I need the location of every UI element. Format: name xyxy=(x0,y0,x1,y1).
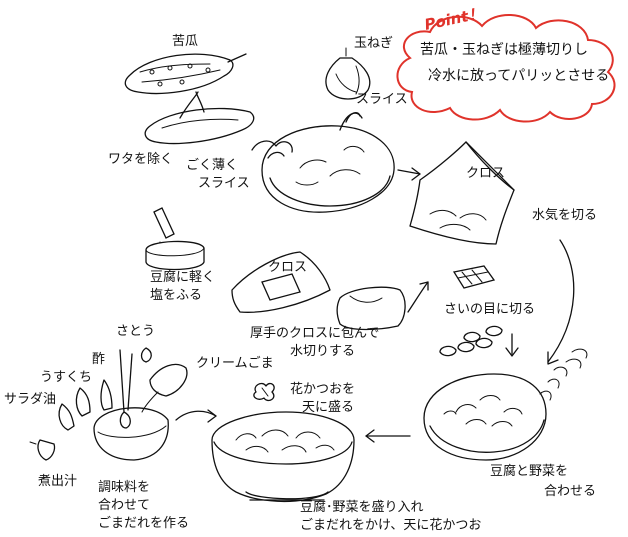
mixing-bowl-illustration xyxy=(93,349,169,461)
label-katsuo-2: 天に盛る xyxy=(302,400,355,415)
label-usuku-1: ごく薄く xyxy=(186,158,239,173)
label-vinegar: 酢 xyxy=(92,352,106,367)
label-wata: ワタを除く xyxy=(108,152,174,167)
serving-bowl-illustration xyxy=(211,411,355,503)
label-dice: さいの目に切る xyxy=(444,302,536,317)
label-cloth: クロス xyxy=(466,166,506,181)
goya-halved-illustration xyxy=(144,91,255,145)
label-goya: 苦瓜 xyxy=(172,34,199,49)
label-cream-sesame: クリームごま xyxy=(196,356,274,371)
seasonings-illustration xyxy=(29,347,188,461)
label-tofu-salt-2: 塩をふる xyxy=(150,288,203,303)
point-cloud-bubble xyxy=(396,13,616,123)
tofu-block-illustration xyxy=(145,240,205,271)
label-serve-2: ごまだれをかけ、天に花かつお xyxy=(300,518,482,533)
diced-tofu-illustration xyxy=(439,265,503,357)
onion-illustration xyxy=(325,47,371,100)
flow-arrows xyxy=(175,167,575,443)
goya-whole-illustration xyxy=(124,53,247,95)
label-sugar: さとう xyxy=(116,324,156,339)
combine-bowl-illustration xyxy=(423,373,547,461)
label-sauce-2: 合わせて xyxy=(98,498,151,513)
label-slice: スライス xyxy=(356,92,408,107)
point-line-1: 苦瓜・玉ねぎは極薄切りし xyxy=(420,42,588,58)
water-bowl-illustration xyxy=(251,111,395,213)
label-cloth-2: クロス xyxy=(268,260,308,275)
label-mizuke: 水気を切る xyxy=(532,208,598,223)
label-tofu-salt-1: 豆腐に軽く xyxy=(150,270,216,285)
tofu-on-cloth-illustration xyxy=(231,251,331,313)
label-serve-1: 豆腐･野菜を盛り入れ xyxy=(300,500,424,515)
label-usuku-2: スライス xyxy=(198,176,250,191)
katsuobushi-illustration xyxy=(253,382,275,402)
label-press-2: 水切りする xyxy=(290,344,356,359)
label-mix-2: 合わせる xyxy=(544,484,597,499)
label-mix-1: 豆腐と野菜を xyxy=(490,464,569,479)
label-sauce-1: 調味料を xyxy=(98,480,151,495)
label-katsuo-1: 花かつおを xyxy=(290,382,356,397)
label-soy: うすくち xyxy=(40,370,93,385)
label-salad-oil: サラダ油 xyxy=(4,392,57,407)
point-line-2: 冷水に放ってパリッとさせる xyxy=(428,68,610,84)
falling-vegetables-illustration xyxy=(539,348,588,401)
cloth-drain-illustration xyxy=(409,141,515,245)
label-dashi: 煮出汁 xyxy=(38,474,78,489)
tofu-pressed-illustration xyxy=(336,286,406,331)
label-press-1: 厚手のクロスに包んで xyxy=(250,326,380,341)
label-sauce-3: ごまだれを作る xyxy=(98,516,190,531)
label-tamanegi: 玉ねぎ xyxy=(354,36,394,51)
